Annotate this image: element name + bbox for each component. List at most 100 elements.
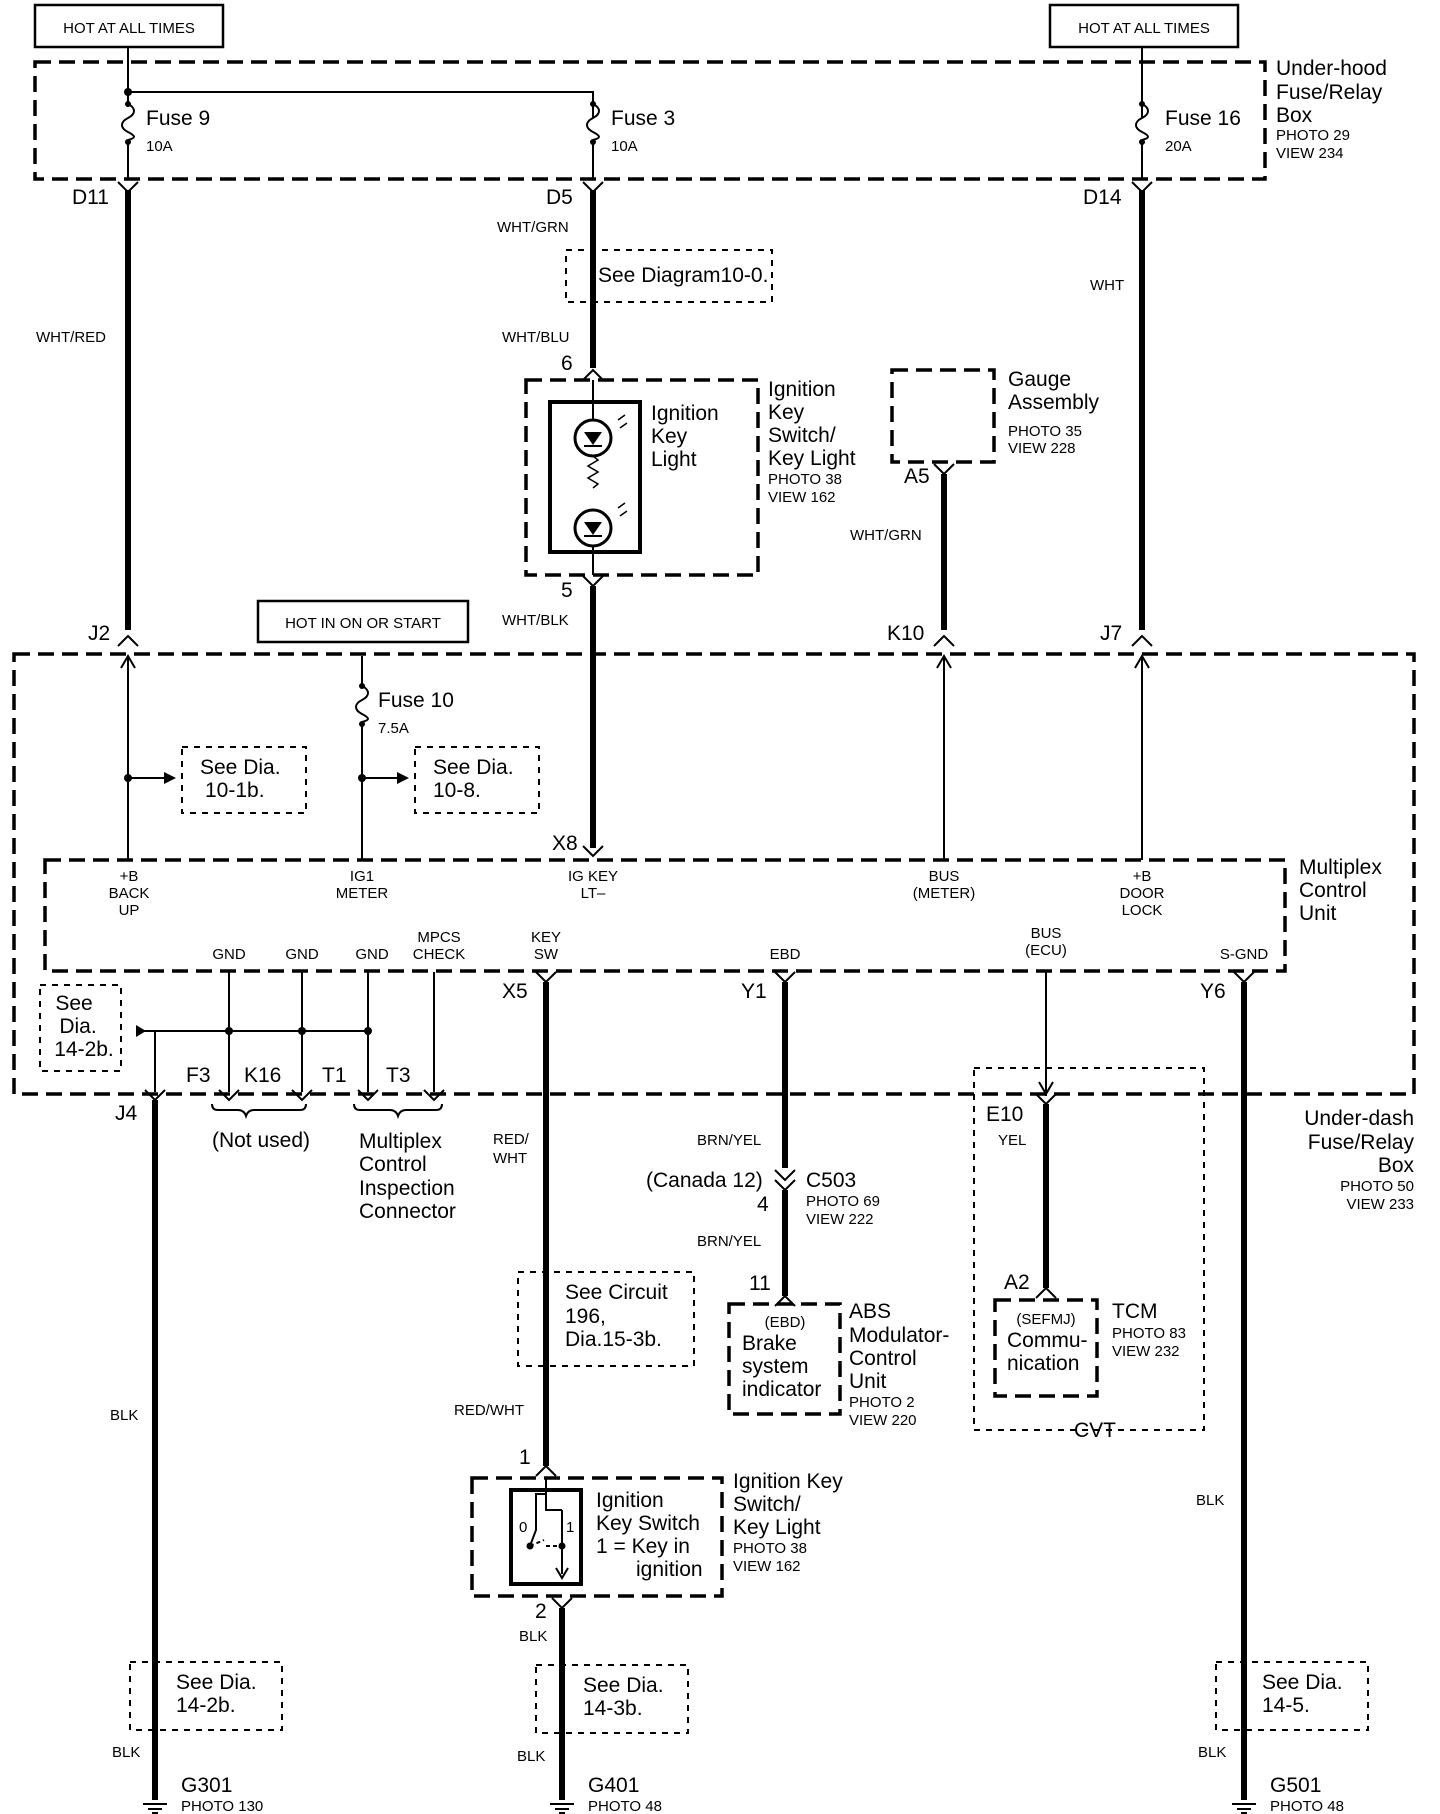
connector-c503: (Canada 12) C503 PHOTO 69 VIEW 222 4: [646, 1169, 880, 1228]
svg-text:indicator: indicator: [742, 1378, 821, 1401]
svg-text:UP: UP: [119, 902, 140, 919]
tcm-label: TCM PHOTO 83 VIEW 232: [1112, 1300, 1186, 1360]
ref-dia-14-5: [1215, 1661, 1369, 1731]
svg-text:VIEW 222: VIEW 222: [806, 1211, 874, 1228]
mcu-label: Multiplex Control Unit: [1299, 856, 1382, 925]
svg-text:10A: 10A: [146, 138, 173, 155]
pin-4: 4: [757, 1193, 769, 1216]
wire-label-red-wht: RED/: [493, 1131, 530, 1148]
svg-text:PHOTO 38: PHOTO 38: [768, 471, 842, 488]
abs-modulator-label: ABS Modulator- Control Unit PHOTO 2 VIEW…: [849, 1300, 949, 1429]
svg-text:Dia.15-3b.: Dia.15-3b.: [565, 1328, 662, 1351]
svg-text:D11: D11: [72, 186, 109, 209]
svg-text:METER: METER: [336, 885, 389, 902]
svg-text:VIEW 220: VIEW 220: [849, 1412, 917, 1429]
svg-text:TCM: TCM: [1112, 1300, 1158, 1323]
svg-text:VIEW 234: VIEW 234: [1276, 145, 1344, 162]
svg-text:Box: Box: [1378, 1154, 1415, 1177]
svg-text:(Canada 12): (Canada 12): [646, 1169, 763, 1192]
pin-e10: E10: [986, 1103, 1023, 1126]
svg-text:Control: Control: [849, 1347, 917, 1370]
mcu-terminal-s-gnd: S-GND: [1220, 946, 1269, 963]
pin-y1: Y1: [741, 980, 767, 1003]
svg-text:Inspection: Inspection: [359, 1177, 455, 1200]
svg-text:+B: +B: [1133, 868, 1152, 885]
svg-text:PHOTO 38: PHOTO 38: [733, 1540, 807, 1557]
wire-label-wht: WHT: [1090, 277, 1124, 294]
fuse-10: Fuse 10 7.5A: [355, 656, 454, 860]
mcu-terminal-gnd-2: GND: [285, 946, 319, 963]
pin-5: 5: [561, 579, 573, 602]
wire-label-wht-grn-gauge: WHT/GRN: [850, 527, 922, 544]
abs-ebd-indicator: [727, 1302, 842, 1416]
svg-text:KEY: KEY: [531, 929, 561, 946]
svg-text:DOOR: DOOR: [1120, 885, 1165, 902]
svg-text:VIEW 232: VIEW 232: [1112, 1343, 1180, 1360]
wire-label-wht-grn: WHT/GRN: [497, 219, 569, 236]
ref-dia-10-1b: [181, 746, 307, 814]
svg-text:+B: +B: [120, 868, 139, 885]
mcu-terminal-ig-key: IG KEY LT–: [568, 868, 618, 902]
banner-hot-right-text: HOT AT ALL TIMES: [1078, 20, 1210, 37]
abs-inner-label: (EBD) Brake system indicator: [742, 1314, 821, 1401]
underhood-box-label: Under-hood Fuse/Relay Box PHOTO 29 VIEW …: [1276, 57, 1387, 162]
ignition-key-light-connector: [524, 378, 760, 577]
wire-label-blk: BLK: [1196, 1492, 1224, 1509]
svg-text:Modulator-: Modulator-: [849, 1324, 949, 1347]
ref-dia-14-2b: [129, 1661, 283, 1731]
wire-label-wht-red: WHT/RED: [36, 329, 106, 346]
pin-j4: J4: [115, 1102, 138, 1125]
pin-j7: J7: [1100, 622, 1122, 645]
wire-label-brn-yel-2: BRN/YEL: [697, 1233, 761, 1250]
ref-diagram-10-0: [565, 249, 773, 303]
svg-text:VIEW 233: VIEW 233: [1346, 1196, 1414, 1213]
brace-icon: [211, 1103, 307, 1120]
svg-text:14-5.: 14-5.: [1262, 1694, 1310, 1717]
pin-6: 6: [561, 352, 573, 375]
mcu-terminal-door-lock: +B DOOR LOCK: [1120, 868, 1165, 919]
pin-t1: T1: [322, 1064, 347, 1087]
svg-text:See Dia.: See Dia.: [176, 1671, 257, 1694]
svg-text:14-2b.: 14-2b.: [54, 1038, 114, 1061]
banner-hot-in-on-or-start: [256, 599, 470, 644]
svg-text:LOCK: LOCK: [1122, 902, 1163, 919]
wire-label-blk: BLK: [110, 1407, 138, 1424]
svg-text:BUS: BUS: [1031, 925, 1062, 942]
ref-diagram-10-0-text: See Diagram10-0.: [598, 264, 768, 287]
svg-text:C503: C503: [806, 1169, 856, 1192]
svg-text:See Dia.: See Dia.: [1262, 1671, 1343, 1694]
pin-j2: J2: [88, 622, 110, 645]
inspection-connector-label: Multiplex Control Inspection Connector: [359, 1130, 456, 1223]
svg-text:(EBD): (EBD): [765, 1314, 806, 1331]
gauge-assembly: [890, 368, 996, 464]
svg-text:14-3b.: 14-3b.: [583, 1697, 643, 1720]
wire-label-blk: BLK: [519, 1628, 547, 1645]
wire-label-blk: BLK: [112, 1744, 140, 1761]
svg-text:ABS: ABS: [849, 1300, 891, 1323]
svg-text:IG1: IG1: [350, 868, 374, 885]
svg-text:VIEW 228: VIEW 228: [1008, 440, 1076, 457]
cvt-boundary: [973, 1067, 1205, 1431]
wire-label-yel: YEL: [998, 1132, 1026, 1149]
ground-g301: G301: [181, 1774, 232, 1797]
svg-text:Ignition: Ignition: [596, 1489, 664, 1512]
key-light-label: Ignition Key Switch/ Key Light PHOTO 38 …: [768, 378, 856, 506]
svg-text:LT–: LT–: [581, 885, 606, 902]
mcu-terminal-gnd-1: GND: [212, 946, 246, 963]
svg-text:PHOTO 48: PHOTO 48: [1270, 1798, 1344, 1814]
wire-label-wht-blu: WHT/BLU: [502, 329, 570, 346]
mcu-terminal-ebd: EBD: [770, 946, 801, 963]
wire-label-brn-yel: BRN/YEL: [697, 1132, 761, 1149]
svg-text:Assembly: Assembly: [1008, 391, 1100, 414]
svg-text:Ignition: Ignition: [768, 378, 836, 401]
svg-text:Fuse/Relay: Fuse/Relay: [1276, 81, 1383, 104]
ignition-key-switch-connector: [470, 1476, 724, 1598]
svg-text:Fuse 3: Fuse 3: [611, 107, 675, 130]
fuse-3: Fuse 3 10A: [586, 101, 675, 180]
banner-hot-in-text: HOT IN ON OR START: [285, 615, 441, 632]
mcu-terminal-gnd-3: GND: [355, 946, 389, 963]
pin-x5: X5: [502, 980, 528, 1003]
ref-dia-14-3b: [535, 1664, 689, 1734]
svg-text:CHECK: CHECK: [413, 946, 466, 963]
wire-label-blk: BLK: [517, 1748, 545, 1765]
